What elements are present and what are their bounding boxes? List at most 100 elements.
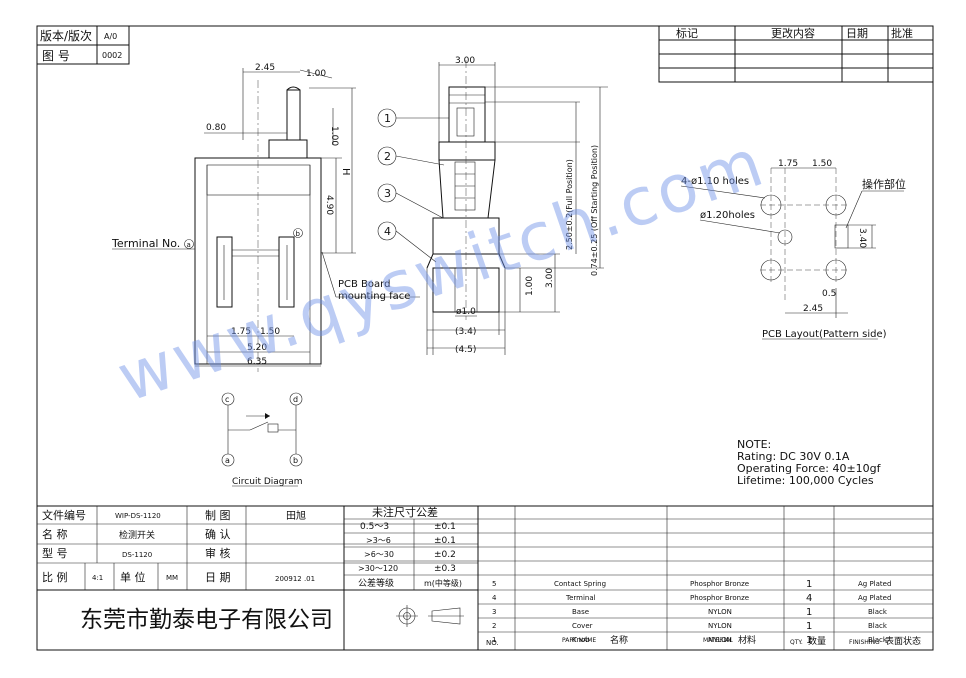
- front-view: 3.00 1 2 3 4 2.50±0.2(Full Position) 0.7…: [377, 56, 608, 355]
- part-material-5: Phosphor Bronze: [690, 580, 749, 588]
- operation-label: 操作部位: [862, 177, 906, 191]
- circuit-terminal-a: a: [225, 456, 230, 465]
- rev-header-date: 日期: [846, 27, 868, 40]
- pcb-dim-3-40: 3.40: [857, 228, 867, 248]
- name-label: 名 称: [42, 527, 68, 541]
- part-name-4: Terminal: [565, 594, 596, 602]
- part-material-3: NYLON: [708, 608, 732, 616]
- tol-value-4: ±0.3: [434, 564, 456, 574]
- front-dim-full-position: 2.50±0.2(Full Position): [565, 159, 574, 250]
- notes-title: NOTE:: [737, 438, 771, 451]
- drawing-no-value: 0002: [102, 51, 122, 60]
- rev-header-approve: 批准: [891, 26, 913, 40]
- side-dim-1-50: 1.50: [260, 327, 280, 337]
- circuit-terminal-c: c: [225, 395, 229, 404]
- version-value: A/0: [104, 32, 117, 41]
- parts-header-qty-cn: 数量: [808, 635, 826, 647]
- circuit-caption: Circuit Diagram: [232, 477, 302, 487]
- pcb-dim-0-5: 0.5: [822, 289, 836, 299]
- parts-header-no: NO.: [486, 639, 499, 647]
- part-qty-5: 1: [806, 579, 812, 590]
- drawn-label: 制 图: [205, 509, 231, 522]
- tol-range-4: >30～120: [358, 564, 398, 573]
- pcb-hole2-label: ø1.20holes: [700, 210, 755, 221]
- front-dim-4-5: (4.5): [455, 345, 476, 355]
- parts-header-material-cn: 材料: [738, 634, 756, 646]
- terminal-no-label: Terminal No.: [111, 237, 180, 250]
- side-dim-1-00-top: 1.00: [306, 69, 326, 79]
- unit-value: MM: [166, 574, 178, 582]
- drawing-no-label: 图 号: [42, 49, 70, 63]
- side-dim-1-00-v: 1.00: [329, 126, 339, 146]
- drawn-value: 田旭: [286, 510, 306, 522]
- projection-symbol-icon: [396, 605, 464, 627]
- approved-label: 审 核: [205, 546, 231, 560]
- pcb-layout-caption: PCB Layout(Pattern side): [762, 329, 887, 340]
- pcb-board-label: PCB Board: [338, 279, 390, 290]
- front-dim-1-00-v: 1.00: [525, 276, 535, 296]
- tol-value-3: ±0.2: [434, 550, 456, 560]
- part-qty-4: 4: [806, 593, 812, 604]
- tol-value-2: ±0.1: [434, 536, 456, 546]
- version-label: 版本/版次: [40, 29, 92, 43]
- pcb-dim-1-75: 1.75: [778, 159, 798, 169]
- part-finish-5: Ag Plated: [858, 580, 891, 588]
- part-material-1: NYLON: [708, 636, 732, 644]
- part-qty-1: 1: [806, 635, 812, 646]
- pcb-holes-label: 4-ø1.10 holes: [681, 176, 749, 187]
- side-dim-4-90: 4.90: [324, 195, 334, 215]
- checked-label: 确 认: [205, 528, 231, 541]
- front-dim-3-4: (3.4): [455, 327, 476, 337]
- tol-value-1: ±0.1: [434, 522, 456, 532]
- tol-range-3: >6～30: [364, 550, 394, 559]
- pcb-mounting-label: mounting face: [338, 291, 410, 302]
- part-no-2: 2: [492, 622, 496, 630]
- model-label: 型 号: [42, 546, 68, 560]
- date-label: 日 期: [205, 571, 231, 584]
- tol-range-1: 0.5～3: [360, 522, 389, 532]
- part-name-3: Base: [572, 608, 589, 616]
- part-no-5: 5: [492, 580, 496, 588]
- side-dim-0-80: 0.80: [206, 123, 226, 133]
- side-dim-6-35: 6.35: [247, 357, 267, 367]
- side-dim-1-75: 1.75: [231, 327, 251, 337]
- part-no-3: 3: [492, 608, 496, 616]
- side-dim-2-45: 2.45: [255, 63, 275, 73]
- part-finish-2: Black: [868, 622, 888, 630]
- rev-header-mark: 标记: [676, 26, 698, 40]
- balloon-3: 3: [384, 187, 391, 200]
- part-finish-1: Black: [868, 636, 888, 644]
- balloon-1: 1: [384, 112, 391, 125]
- part-material-2: NYLON: [708, 622, 732, 630]
- notes-line-1: Rating: DC 30V 0.1A: [737, 450, 850, 463]
- doc-no-label: 文件编号: [42, 508, 86, 522]
- terminal-mark-b: b: [296, 230, 301, 238]
- date-value: 200912 .01: [275, 575, 315, 583]
- company-name: 东莞市勤泰电子有限公司: [80, 607, 333, 633]
- terminal-mark-a: a: [187, 241, 191, 249]
- parts-header-name-en: PART NAME: [562, 637, 596, 644]
- sheet-border: [36, 25, 934, 651]
- pcb-dim-1-50: 1.50: [812, 159, 832, 169]
- parts-header-material-en: MATERIAL: [703, 637, 733, 644]
- circuit-terminal-b: b: [293, 456, 298, 465]
- front-dim-3-00-top: 3.00: [455, 56, 475, 66]
- tol-grade-value: m(中等级): [424, 578, 462, 588]
- side-view: 2.45 1.00 0.80 1.00 H 4.90 Terminal No. …: [111, 63, 420, 372]
- unit-label: 单 位: [120, 570, 146, 584]
- tolerance-title: 未注尺寸公差: [372, 505, 438, 519]
- part-no-1: 1: [492, 636, 496, 644]
- side-dim-h: H: [340, 168, 351, 176]
- tol-range-2: >3～6: [366, 536, 391, 545]
- part-qty-2: 1: [806, 621, 812, 632]
- side-dim-5-20: 5.20: [247, 343, 267, 353]
- notes-line-2: Operating Force: 40±10gf: [737, 462, 882, 475]
- part-name-1: Knob: [572, 636, 590, 644]
- header-box: 版本/版次 A/0 图 号 0002: [36, 25, 130, 65]
- notes-line-3: Lifetime: 100,000 Cycles: [737, 474, 874, 487]
- part-qty-3: 1: [806, 607, 812, 618]
- doc-no-value: WIP-DS-1120: [115, 512, 161, 520]
- tol-grade-label: 公差等级: [358, 577, 394, 589]
- circuit-terminal-d: d: [293, 395, 298, 404]
